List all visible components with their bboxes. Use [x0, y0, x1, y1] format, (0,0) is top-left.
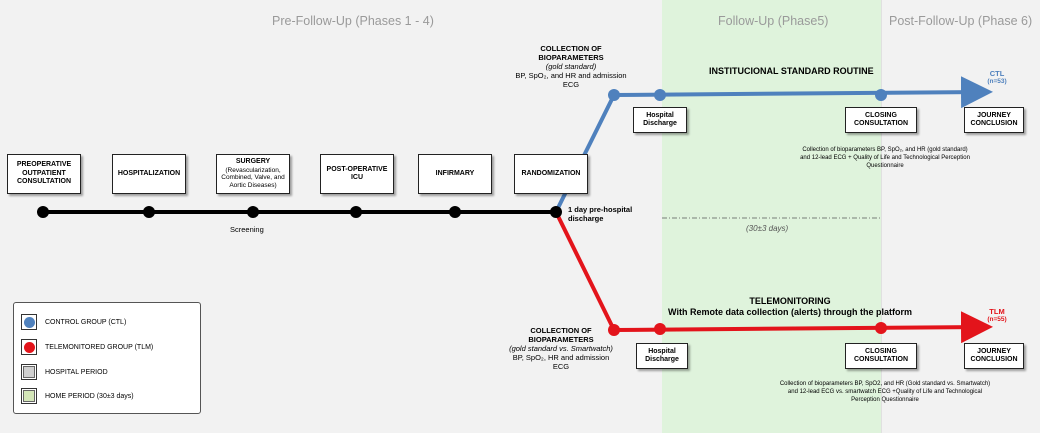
home-period-region [662, 0, 881, 433]
legend-home-label: HOME PERIOD (30±3 days) [45, 392, 134, 400]
ctl-discharge-box: Hospital Discharge [633, 107, 687, 133]
tlm-conclusion-box: JOURNEY CONCLUSION [964, 343, 1024, 369]
telemonitoring-sub: With Remote data collection (alerts) thr… [668, 306, 912, 317]
step-preoperative-line3: CONSULTATION [16, 178, 72, 186]
node-postop-icu [350, 206, 362, 218]
screening-label: Screening [230, 225, 264, 234]
legend-hospital-label: HOSPITAL PERIOD [45, 368, 108, 376]
step-randomization-box: RANDOMIZATION [514, 154, 588, 194]
step-infirmary-box: INFIRMARY [418, 154, 492, 194]
tlm-collection-block: COLLECTION OF BIOPARAMETERS (gold standa… [505, 326, 617, 371]
tlm-discharge-label: Hospital Discharge [645, 347, 679, 363]
legend-home-symbol [21, 388, 37, 404]
tlm-group-code: TLM [989, 307, 1005, 316]
step-postop-icu-box: POST-OPERATIVE ICU [320, 154, 394, 194]
step-preoperative-line1: PREOPERATIVE [16, 161, 72, 169]
ctl-collection-title: COLLECTION OF BIOPARAMETERS [538, 44, 604, 62]
node-ctl-collection [608, 89, 620, 101]
step-surgery-box: SURGERY (Revascularization, Combined, Va… [216, 154, 290, 194]
step-surgery-label: SURGERY [235, 158, 271, 166]
step-infirmary-label: INFIRMARY [435, 169, 475, 177]
step-hospitalization-box: HOSPITALIZATION [112, 154, 186, 194]
tlm-closing-note: Collection of bioparameters BP, SpO2, an… [779, 381, 991, 403]
ctl-collection-sub: (gold standard) [545, 62, 597, 71]
tlm-collection-title: COLLECTION OF BIOPARAMETERS [528, 326, 594, 344]
node-ctl-closing [875, 89, 887, 101]
ctl-conclusion-box: JOURNEY CONCLUSION [964, 107, 1024, 133]
step-preoperative-line2: OUTPATIENT [22, 169, 66, 177]
ctl-group-code: CTL [989, 69, 1005, 78]
tlm-collection-detail: BP, SpO₂, HR and admission ECG [512, 353, 610, 371]
legend-ctl-symbol [21, 314, 37, 330]
legend: CONTROL GROUP (CTL) TELEMONITORED GROUP … [13, 302, 201, 414]
legend-row-tlm: TELEMONITORED GROUP (TLM) [21, 339, 153, 355]
ctl-collection-detail: BP, SpO₂, and HR and admission ECG [515, 71, 627, 89]
step-postop-icu-line1: POST-OPERATIVE [326, 165, 388, 173]
timeline-nodes [37, 89, 887, 336]
legend-row-home: HOME PERIOD (30±3 days) [21, 388, 134, 404]
node-hospitalization [143, 206, 155, 218]
tlm-group-n: (n=55) [987, 316, 1007, 324]
pre-discharge-label: 1 day pre-hospital discharge [568, 205, 633, 224]
ctl-group-tag: CTL (n=53) [980, 69, 1014, 86]
legend-tlm-symbol [21, 339, 37, 355]
legend-row-hospital: HOSPITAL PERIOD [21, 364, 108, 380]
phase-label-pre: Pre-Follow-Up (Phases 1 - 4) [272, 14, 434, 28]
ctl-routine-label: INSTITUCIONAL STANDARD ROUTINE [709, 66, 874, 76]
telemonitoring-block: TELEMONITORING With Remote data collecti… [640, 296, 940, 318]
tlm-conclusion-label: JOURNEY CONCLUSION [970, 347, 1018, 363]
node-infirmary [449, 206, 461, 218]
step-preoperative-box: PREOPERATIVE OUTPATIENT CONSULTATION [7, 154, 81, 194]
tlm-closing-box: CLOSING CONSULTATION [845, 343, 917, 369]
tlm-group-tag: TLM (n=55) [980, 307, 1014, 324]
legend-tlm-label: TELEMONITORED GROUP (TLM) [45, 343, 154, 351]
ctl-conclusion-label: JOURNEY CONCLUSION [970, 111, 1018, 127]
tlm-collection-sub: (gold standard vs. Smartwatch) [509, 344, 613, 353]
node-surgery [247, 206, 259, 218]
ctl-group-n: (n=53) [987, 78, 1007, 86]
node-preoperative [37, 206, 49, 218]
follow-duration-label: (30±3 days) [746, 224, 789, 233]
phase-label-post: Post-Follow-Up (Phase 6) [889, 14, 1033, 28]
node-randomization [550, 206, 562, 218]
step-randomization-label: RANDOMIZATION [521, 169, 581, 177]
telemonitoring-title: TELEMONITORING [749, 296, 831, 306]
node-tlm-collection [608, 324, 620, 336]
step-surgery-sub: (Revascularization, Combined, Valve, and… [221, 166, 285, 190]
legend-hospital-symbol [21, 364, 37, 380]
ctl-discharge-label: Hospital Discharge [643, 111, 677, 127]
legend-row-ctl: CONTROL GROUP (CTL) [21, 314, 126, 330]
ctl-closing-note: Collection of bioparameters BP, SpO₂, an… [800, 147, 970, 169]
node-tlm-discharge [654, 323, 666, 335]
step-postop-icu-line2: ICU [350, 174, 364, 181]
ctl-closing-box: CLOSING CONSULTATION [845, 107, 917, 133]
step-hospitalization-label: HOSPITALIZATION [117, 169, 181, 177]
phase-label-follow: Follow-Up (Phase5) [718, 14, 829, 28]
tlm-discharge-box: Hospital Discharge [636, 343, 688, 369]
ctl-closing-label: CLOSING CONSULTATION [853, 111, 909, 127]
legend-ctl-label: CONTROL GROUP (CTL) [45, 318, 127, 326]
node-tlm-closing [875, 322, 887, 334]
tlm-closing-label: CLOSING CONSULTATION [853, 347, 909, 363]
node-ctl-discharge [654, 89, 666, 101]
ctl-collection-block: COLLECTION OF BIOPARAMETERS (gold standa… [507, 44, 635, 89]
